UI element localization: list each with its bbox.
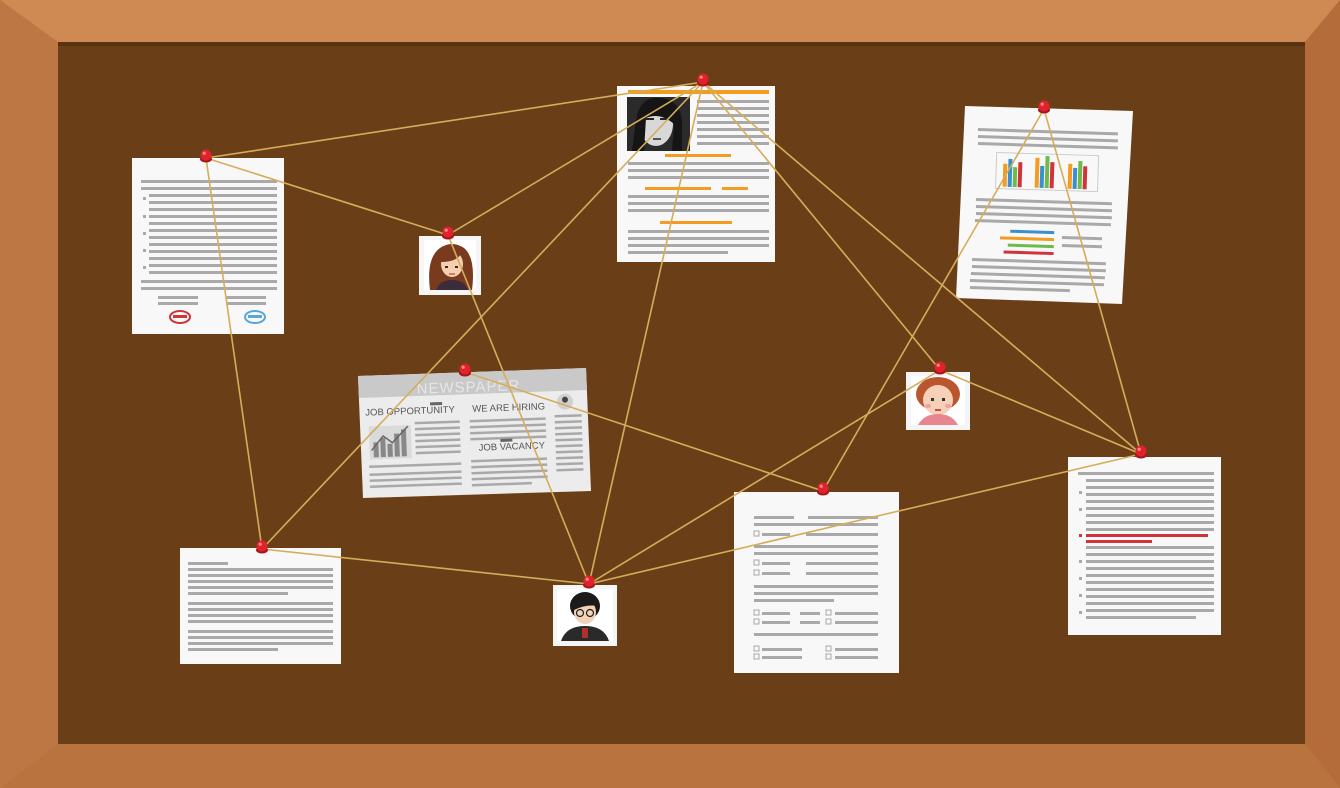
newspaper: NEWSPAPER JOB OPPORTUNITY WE ARE HIRING … — [358, 368, 591, 498]
document-top-right — [956, 106, 1133, 304]
blue-stamp — [244, 310, 266, 324]
red-stamp — [169, 310, 191, 324]
pin-doc-top-center — [697, 73, 709, 87]
string-doc-top-center-to-photo-girl-red — [702, 81, 941, 371]
newspaper-we-are-hiring: WE ARE HIRING — [472, 401, 545, 415]
text-lines — [188, 562, 333, 651]
text-lines — [628, 100, 769, 254]
document-right — [1068, 457, 1221, 635]
photo-girl-brown-hair — [419, 236, 481, 295]
document-bottom-left — [180, 548, 341, 664]
cork-shadow — [58, 42, 1305, 46]
string-doc-left-top-to-photo-girl-brown — [205, 157, 449, 236]
newspaper-chart — [368, 425, 412, 460]
color-bars-graphic — [1000, 229, 1055, 256]
pin-doc-left-top — [200, 149, 212, 163]
red-highlights — [1079, 534, 1208, 543]
checkboxes — [753, 530, 832, 660]
newspaper-job-vacancy: JOB VACANCY — [478, 440, 545, 453]
string-doc-bottom-left-to-photo-boy — [261, 548, 590, 585]
document-bottom-center — [734, 492, 899, 673]
frame-right — [1305, 0, 1340, 788]
push-pins — [200, 73, 1147, 589]
pin-photo-girl-brown — [442, 226, 454, 240]
pin-newspaper — [459, 363, 471, 377]
string-doc-top-right-to-doc-right — [1043, 108, 1142, 455]
document-left-top — [132, 158, 284, 334]
string-doc-top-center-to-doc-bottom-left — [261, 81, 704, 550]
text-lines — [1078, 472, 1214, 619]
photo-girl-red-hair — [906, 372, 970, 430]
string-photo-girl-red-to-photo-boy — [588, 369, 941, 585]
frame-left — [0, 0, 58, 788]
string-photo-boy-to-doc-right — [588, 453, 1142, 585]
string-doc-left-top-to-doc-top-center — [205, 81, 704, 159]
newspaper-text-lines — [369, 414, 584, 489]
frame-top — [0, 0, 1340, 42]
text-lines — [754, 516, 878, 659]
pin-doc-right — [1135, 445, 1147, 459]
pin-photo-boy — [583, 575, 595, 589]
pin-photo-girl-red — [934, 361, 946, 375]
string-doc-left-top-to-doc-bottom-left — [205, 157, 263, 550]
string-newspaper-to-doc-bottom-center — [464, 371, 824, 492]
connection-strings — [205, 81, 1142, 585]
string-photo-girl-brown-to-doc-top-center — [447, 81, 704, 236]
string-doc-top-center-to-doc-right — [702, 81, 1142, 455]
newspaper-masthead: NEWSPAPER — [416, 377, 520, 398]
string-photo-girl-red-to-doc-right — [939, 369, 1142, 455]
pin-doc-bottom-left — [256, 540, 268, 554]
pin-doc-bottom-center — [817, 482, 829, 496]
text-lines — [969, 128, 1118, 293]
photo-boy — [553, 585, 617, 646]
frame-bottom — [0, 744, 1340, 788]
string-doc-top-center-to-photo-boy — [588, 81, 704, 585]
pin-doc-top-right — [1038, 100, 1050, 114]
string-photo-girl-brown-to-photo-boy — [447, 234, 590, 585]
string-doc-top-right-to-doc-bottom-center — [822, 108, 1045, 492]
